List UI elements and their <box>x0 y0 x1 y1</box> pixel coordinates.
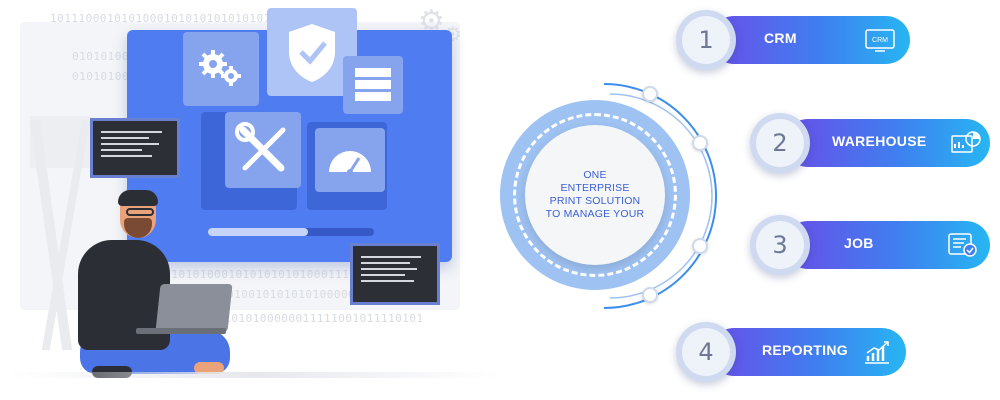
settings-tile <box>183 32 259 106</box>
number-text: 4 <box>682 328 730 376</box>
feature-pill[interactable] <box>710 16 910 64</box>
feature-item-job[interactable]: 3 JOB <box>750 215 990 275</box>
feature-pill[interactable] <box>784 119 990 167</box>
hub-core: ONE ENTERPRISE PRINT SOLUTION TO MANAGE … <box>525 125 665 265</box>
shield-tile <box>267 8 357 96</box>
number-text: 3 <box>756 221 804 269</box>
binary-text: 010101000 <box>72 50 137 63</box>
server-icon <box>355 68 391 101</box>
number-badge: 4 <box>676 322 736 382</box>
connector-dot <box>692 238 708 254</box>
number-text: 1 <box>682 16 730 64</box>
crm-icon: CRM <box>864 27 896 53</box>
hero-illustration: 1011100010101000101010101010101010000 01… <box>10 4 500 400</box>
glasses-icon <box>126 208 154 216</box>
server-tile <box>343 56 403 114</box>
developer-person <box>70 190 240 400</box>
connector-dot <box>642 86 658 102</box>
connector-dot <box>692 135 708 151</box>
gauge-tile <box>315 128 385 192</box>
job-checklist-icon <box>946 232 978 258</box>
feature-label: JOB <box>844 235 874 251</box>
person-hair <box>118 190 158 206</box>
person-foot <box>194 362 224 374</box>
reporting-growth-icon <box>862 339 894 365</box>
hub-text-line: TO MANAGE YOUR <box>545 208 645 220</box>
feature-item-warehouse[interactable]: 2 WAREHOUSE <box>750 113 990 173</box>
terminal-window <box>90 118 180 178</box>
tools-tile <box>225 112 301 188</box>
binary-text: 0001010100010101010101000111011010100 <box>150 268 414 281</box>
binary-text: 1011100010101000101010101010101010000 <box>50 12 314 25</box>
feature-pill[interactable] <box>710 328 906 376</box>
hub-text-line: ENTERPRISE <box>560 182 630 194</box>
loading-progress-bar <box>208 228 374 236</box>
monitor-screen <box>127 8 452 262</box>
hub-text-line: PRINT SOLUTION <box>549 195 641 207</box>
crm-icon-text: CRM <box>872 37 888 44</box>
binary-text: 010101000 <box>72 70 137 83</box>
warehouse-chart-icon <box>950 130 982 156</box>
feature-pill[interactable] <box>784 221 990 269</box>
floor-shadow <box>10 372 500 378</box>
feature-label: CRM <box>764 30 797 46</box>
shield-check-icon <box>289 24 335 82</box>
feature-item-crm[interactable]: 1 CRM CRM <box>676 10 910 70</box>
number-badge: 3 <box>750 215 810 275</box>
hub-text-line: ONE <box>583 169 607 181</box>
feature-label: WAREHOUSE <box>832 133 927 149</box>
feature-item-reporting[interactable]: 4 REPORTING <box>676 322 910 382</box>
binary-text: 101010100000011111001011110101 <box>210 312 424 325</box>
connector-dot <box>642 287 658 303</box>
laptop-icon <box>155 284 233 332</box>
speedometer-icon <box>329 151 371 175</box>
wrench-screwdriver-icon <box>235 122 286 172</box>
number-badge: 2 <box>750 113 810 173</box>
number-text: 2 <box>756 119 804 167</box>
number-badge: 1 <box>676 10 736 70</box>
feature-label: REPORTING <box>762 342 848 358</box>
gears-icon <box>199 50 241 86</box>
solution-hub: ONE ENTERPRISE PRINT SOLUTION TO MANAGE … <box>480 80 720 310</box>
person-beard <box>124 218 152 238</box>
laptop-base <box>136 328 226 334</box>
progress-fill <box>208 228 308 236</box>
hub-dashed-ring <box>513 113 677 277</box>
terminal-window <box>350 243 440 305</box>
